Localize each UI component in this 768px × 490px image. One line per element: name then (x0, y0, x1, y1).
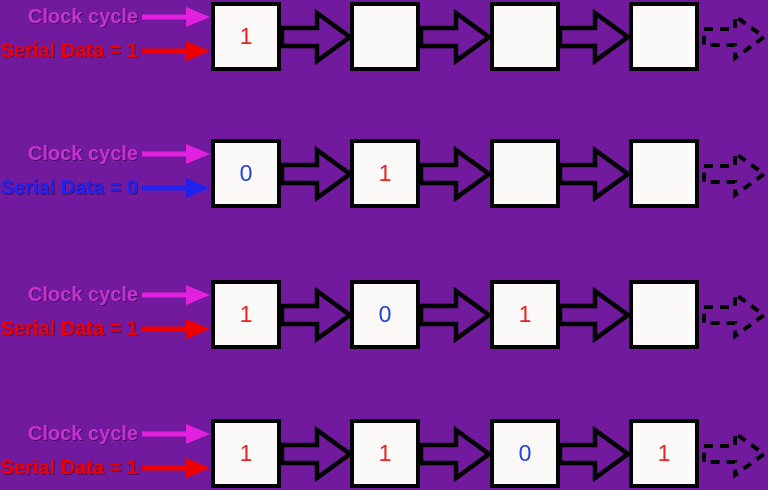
serial-data-label: Serial Data = 0 (0, 177, 138, 199)
shift-register-row: Clock cycle Serial Data = 1 1 1 0 1 (0, 417, 768, 490)
serial-data-label: Serial Data = 1 (0, 318, 138, 340)
serial-output-arrow-icon (702, 14, 766, 60)
shift-arrow-icon (419, 426, 491, 482)
serial-output-arrow-icon (702, 151, 766, 197)
register-cell (629, 139, 699, 208)
shift-arrow-icon (558, 287, 630, 343)
clock-cycle-label: Clock cycle (27, 143, 138, 165)
register-cell (629, 2, 699, 71)
register-cell (629, 280, 699, 349)
register-cell (350, 2, 420, 71)
register-cell (490, 2, 560, 71)
shift-arrow-icon (558, 146, 630, 202)
register-cell: 1 (211, 280, 281, 349)
serial-output-arrow-icon (702, 431, 766, 477)
clock-cycle-label: Clock cycle (27, 423, 138, 445)
serial-data-label: Serial Data = 1 (0, 457, 138, 479)
serial-output-arrow-icon (702, 292, 766, 338)
shift-arrow-icon (419, 146, 491, 202)
serial-arrow-icon (141, 177, 210, 199)
register-cell: 1 (350, 419, 420, 488)
clock-arrow-icon (141, 423, 210, 445)
register-cell: 1 (629, 419, 699, 488)
shift-arrow-icon (280, 287, 352, 343)
shift-arrow-icon (280, 146, 352, 202)
shift-arrow-icon (558, 426, 630, 482)
clock-arrow-icon (141, 6, 210, 28)
shift-arrow-icon (419, 9, 491, 65)
register-cell (490, 139, 560, 208)
clock-cycle-label: Clock cycle (27, 6, 138, 28)
shift-register-row: Clock cycle Serial Data = 0 0 1 (0, 137, 768, 276)
serial-arrow-icon (141, 457, 210, 479)
shift-register-row: Clock cycle Serial Data = 1 1 0 1 (0, 278, 768, 417)
register-cell: 1 (350, 139, 420, 208)
register-cell: 0 (490, 419, 560, 488)
serial-arrow-icon (141, 318, 210, 340)
register-cell: 0 (211, 139, 281, 208)
shift-arrow-icon (558, 9, 630, 65)
shift-register-row: Clock cycle Serial Data = 1 1 (0, 0, 768, 139)
shift-arrow-icon (419, 287, 491, 343)
register-cell: 1 (211, 2, 281, 71)
serial-arrow-icon (141, 40, 210, 62)
clock-arrow-icon (141, 143, 210, 165)
shift-arrow-icon (280, 426, 352, 482)
serial-data-label: Serial Data = 1 (0, 40, 138, 62)
register-cell: 1 (490, 280, 560, 349)
clock-cycle-label: Clock cycle (27, 284, 138, 306)
register-cell: 1 (211, 419, 281, 488)
register-cell: 0 (350, 280, 420, 349)
shift-arrow-icon (280, 9, 352, 65)
clock-arrow-icon (141, 284, 210, 306)
